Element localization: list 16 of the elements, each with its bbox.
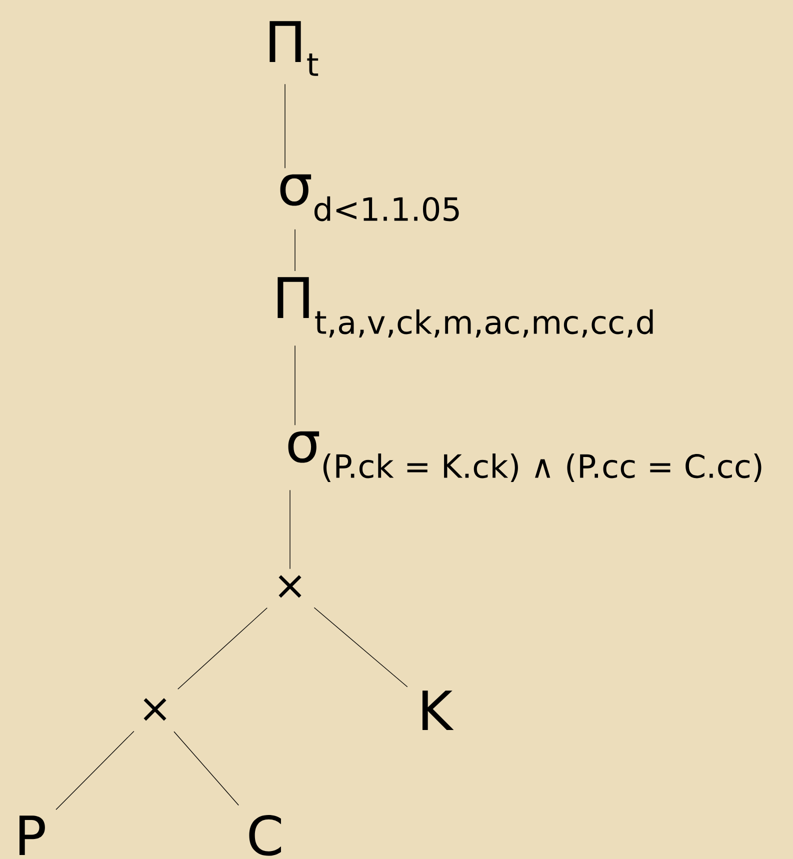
tree-edge [294,345,296,426]
tree-edge [314,607,408,688]
operator-label: K [422,690,454,730]
operator-label: C [249,814,281,856]
operator-label: $\text{Π}_{\text{t}}$ [270,21,318,76]
operator-label: × [278,575,302,598]
tree-edge [174,731,239,806]
operator-label: $\text{σ}_{\text{(P.ck = K.ck) ∧ (P.cc = C.cc)}}$ [288,431,762,482]
operator-label: × [144,698,166,721]
tree-edge [294,229,296,272]
operator-label: $\text{Π}_{\text{t,a,v,ck,m,ac,mc,cc,d}}$ [278,277,653,338]
tree-edge [56,730,134,810]
operator-label: $\text{σ}_{\text{d<1.1.05}}$ [280,174,459,222]
tree-edge [178,608,268,690]
tree-edge [284,84,286,169]
operator-label: P [20,816,45,855]
